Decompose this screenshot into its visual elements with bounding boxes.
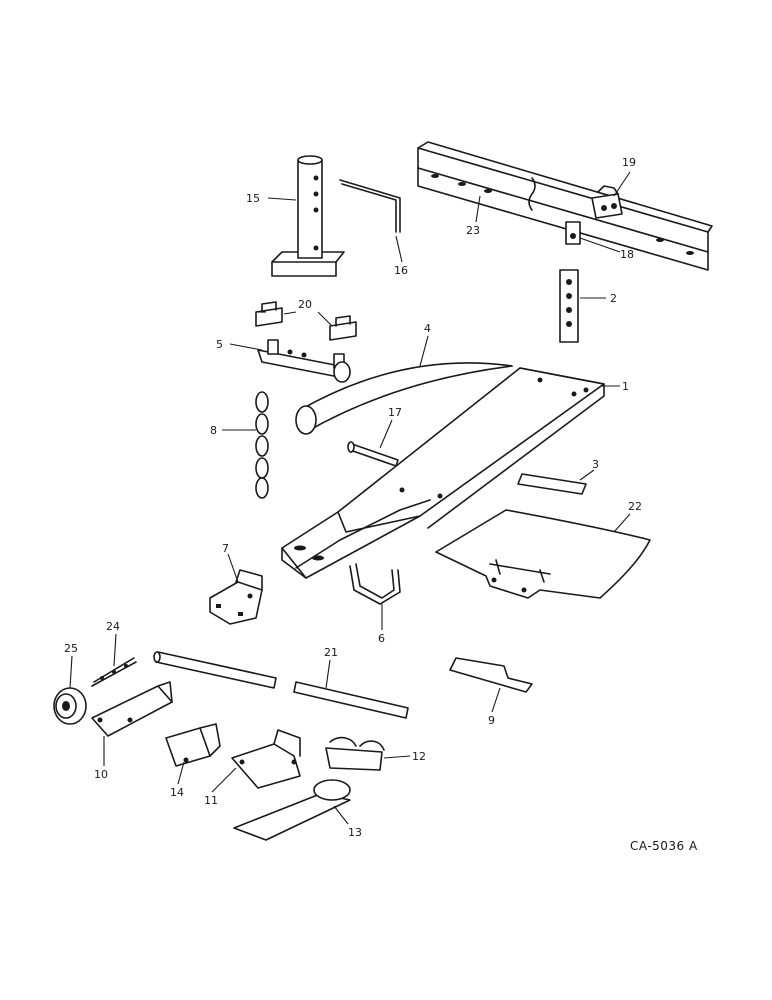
callout-18: 18 [620, 248, 634, 261]
part-7-bracket [209, 569, 263, 625]
part-5-bar [257, 339, 351, 383]
part-21-shaft [153, 651, 409, 719]
callout-15: 15 [246, 192, 260, 205]
part-18-plate [565, 221, 581, 245]
part-15-post [271, 155, 345, 277]
part-10-angle-bracket [91, 681, 173, 737]
part-19-clamp [591, 185, 623, 219]
callout-8: 8 [210, 424, 217, 437]
part-3-plate [517, 473, 587, 495]
part-16-pin [339, 179, 401, 233]
callout-19: 19 [622, 156, 636, 169]
callout-10: 10 [94, 768, 108, 781]
figure-code: CA-5036 A [630, 839, 698, 853]
leader-lines [69, 171, 631, 825]
part-4-spring [295, 362, 513, 435]
part-8-chain [255, 391, 269, 499]
callout-2: 2 [610, 292, 617, 305]
part-24-chain [91, 657, 137, 687]
part-25-pulley [53, 687, 87, 725]
callout-5: 5 [216, 338, 223, 351]
part-2-strap [559, 269, 579, 343]
part-14-clamp [165, 723, 221, 767]
part-17-pin [347, 441, 399, 467]
part-13-strap [233, 779, 351, 841]
callout-17: 17 [388, 406, 402, 419]
callout-12: 12 [412, 750, 426, 763]
callout-4: 4 [424, 322, 431, 335]
callout-3: 3 [592, 458, 599, 471]
part-6-u-bracket [349, 563, 401, 605]
part-20-brackets [255, 301, 357, 341]
part-11-bent-bracket [231, 729, 301, 789]
callout-13: 13 [348, 826, 362, 839]
callout-23: 23 [466, 224, 480, 237]
part-9-plate [449, 657, 533, 693]
part-22-shield [435, 509, 651, 599]
callout-21: 21 [324, 646, 338, 659]
callout-9: 9 [488, 714, 495, 727]
callout-labels: 15 16 23 19 18 2 20 5 4 1 17 8 3 22 7 6 … [64, 156, 642, 839]
callout-24: 24 [106, 620, 120, 633]
part-12-clip [325, 736, 385, 771]
part-23-angle-bar [417, 141, 713, 271]
callout-14: 14 [170, 786, 184, 799]
callout-20: 20 [298, 298, 312, 311]
callout-22: 22 [628, 500, 642, 513]
callout-16: 16 [394, 264, 408, 277]
callout-25: 25 [64, 642, 78, 655]
callout-11: 11 [204, 794, 218, 807]
callout-1: 1 [622, 380, 629, 393]
callout-7: 7 [222, 542, 229, 555]
part-1-frame [281, 367, 605, 579]
callout-6: 6 [378, 632, 385, 645]
